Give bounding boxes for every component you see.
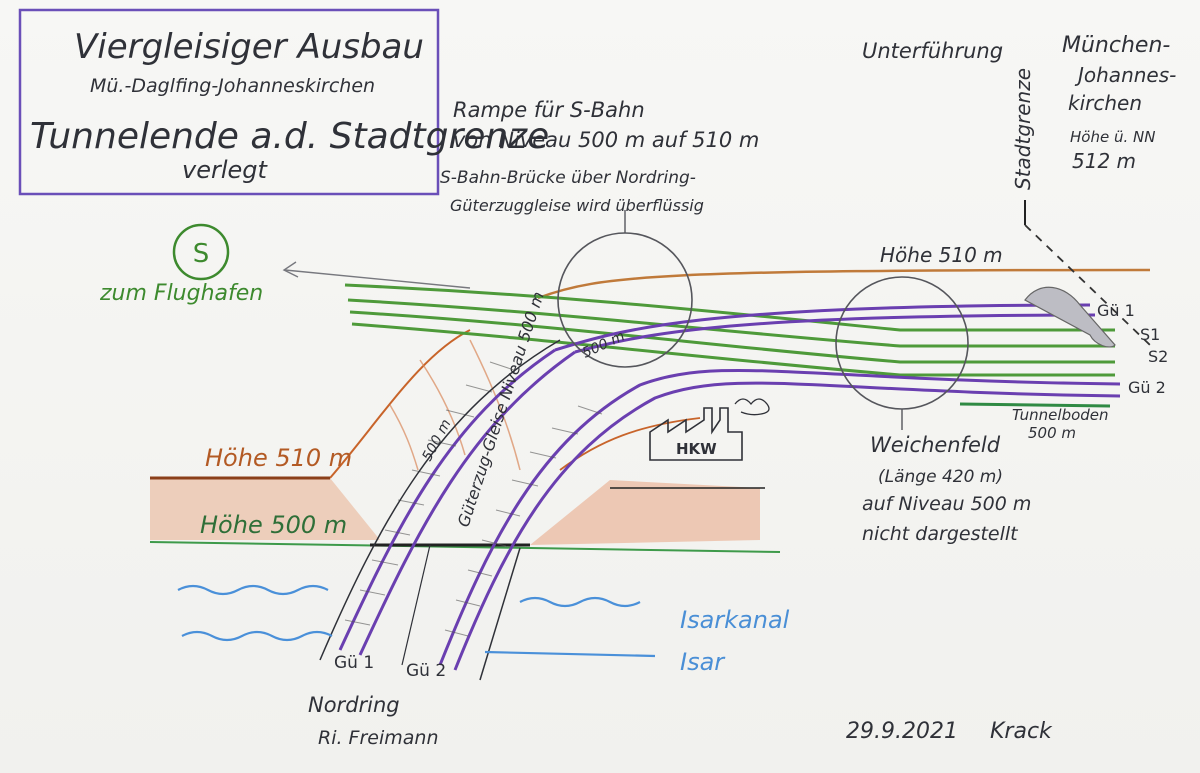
embankment-hatch-1 bbox=[469, 339, 521, 471]
s-bahn-tracks bbox=[344, 283, 1115, 377]
wave-right-2 bbox=[484, 650, 656, 658]
nordring-label-1: Nordring bbox=[308, 693, 400, 717]
track-label-gue2: Gü 2 bbox=[1128, 378, 1166, 397]
track-label-s2: S2 bbox=[1148, 347, 1168, 366]
bridge-label-2: Güterzuggleise wird überflüssig bbox=[450, 196, 704, 215]
hkw-building-icon bbox=[649, 407, 743, 461]
s-bahn-track-2 bbox=[347, 298, 1115, 348]
tunnel-floor-label-1: Tunnelboden bbox=[1012, 406, 1109, 424]
freight-ties-2 bbox=[444, 405, 603, 637]
freight-track-1-left bbox=[338, 348, 556, 651]
place-label-3: kirchen bbox=[1068, 91, 1142, 115]
tunnel-floor-line bbox=[959, 402, 1111, 408]
smoke-icon bbox=[734, 398, 770, 416]
s-bahn-track-3 bbox=[349, 310, 1115, 364]
mark-500-left: 500 m bbox=[419, 417, 454, 464]
embankment-hatch-3 bbox=[389, 404, 419, 471]
title-box: Viergleisiger Ausbau Mü.-Daglfing-Johann… bbox=[18, 8, 549, 196]
title-line-4: verlegt bbox=[182, 156, 269, 184]
embankment-right-fill bbox=[530, 480, 760, 545]
ground-line-500 bbox=[149, 541, 781, 553]
s-bahn-track-4 bbox=[351, 322, 1115, 377]
place-label-2: Johannes- bbox=[1074, 63, 1176, 87]
switch-field-label-1: Weichenfeld bbox=[870, 433, 1001, 457]
freight-level-label: Güterzug-Gleise Niveau 500 m bbox=[454, 289, 548, 529]
water-waves bbox=[177, 584, 656, 658]
bridge-label-1: S-Bahn-Brücke über Nordring- bbox=[440, 168, 696, 188]
switch-field-label-4: nicht dargestellt bbox=[862, 523, 1019, 545]
tunnel-floor-label-2: 500 m bbox=[1028, 424, 1076, 442]
freight-track-1-top-a bbox=[554, 303, 1091, 352]
freight-ties-1 bbox=[344, 361, 515, 626]
airport-arrow-line bbox=[284, 269, 471, 289]
freight-track-ties bbox=[344, 361, 603, 637]
height-510-top-line bbox=[537, 268, 1151, 300]
date-label: 29.9.2021 bbox=[846, 719, 958, 744]
airport-arrow-head-icon bbox=[282, 261, 299, 278]
title-line-1: Viergleisiger Ausbau bbox=[74, 27, 424, 67]
hkw-label: HKW bbox=[676, 440, 717, 458]
author-label: Krack bbox=[990, 719, 1053, 744]
isar-label: Isar bbox=[680, 648, 726, 676]
airport-label: zum Flughafen bbox=[99, 281, 263, 306]
embankment-shading bbox=[150, 268, 1151, 545]
s-bahn-logo: S bbox=[172, 223, 230, 281]
title-line-2: Mü.-Daglfing-Johanneskirchen bbox=[90, 75, 375, 97]
wave-left-2 bbox=[181, 630, 333, 642]
ramp-label-2: von Niveau 500 m auf 510 m bbox=[453, 128, 759, 152]
track-label-gue2-bottom: Gü 2 bbox=[406, 661, 446, 681]
ramp-label-1: Rampe für S-Bahn bbox=[453, 98, 645, 122]
height-510-top-label: Höhe 510 m bbox=[880, 243, 1003, 267]
underpass-label: Unterführung bbox=[862, 39, 1003, 63]
wave-left-1 bbox=[177, 584, 329, 596]
height-500-left-label: Höhe 500 m bbox=[200, 511, 347, 539]
freight-outline-mid bbox=[401, 544, 431, 666]
freight-track-1-top-b bbox=[574, 313, 1096, 354]
city-boundary-label: Stadtgrenze bbox=[1011, 68, 1035, 190]
embankment-hatch-2 bbox=[419, 359, 466, 456]
freight-outline-left bbox=[319, 339, 561, 661]
switch-field-label-2: (Länge 420 m) bbox=[878, 467, 1003, 487]
switch-field-label-3: auf Niveau 500 m bbox=[862, 493, 1031, 515]
freight-outline-right bbox=[479, 547, 521, 681]
embankment-slope-left bbox=[329, 329, 471, 479]
track-label-gue1-bottom: Gü 1 bbox=[334, 653, 374, 673]
freight-track-2-right bbox=[453, 381, 1121, 671]
altitude-label-1: Höhe ü. NN bbox=[1070, 128, 1155, 146]
title-line-3: Tunnelende a.d. Stadtgrenze bbox=[30, 116, 549, 157]
title-box-border bbox=[18, 8, 440, 196]
nordring-label-2: Ri. Freimann bbox=[318, 727, 439, 749]
place-label-1: München- bbox=[1062, 33, 1170, 58]
altitude-label-2: 512 m bbox=[1072, 149, 1136, 173]
embankment-left-fill bbox=[150, 478, 380, 540]
power-plant: HKW bbox=[649, 398, 770, 461]
track-label-gue1: Gü 1 bbox=[1097, 301, 1135, 320]
freight-track-1-right bbox=[358, 350, 576, 656]
track-label-s1: S1 bbox=[1140, 325, 1160, 344]
wave-right-1 bbox=[519, 596, 641, 608]
s-logo-circle bbox=[172, 223, 230, 281]
isar-canal-label: Isarkanal bbox=[680, 606, 790, 634]
tunnel-portal bbox=[1024, 286, 1116, 348]
height-510-left-label: Höhe 510 m bbox=[205, 444, 352, 472]
s-logo-letter: S bbox=[193, 239, 210, 269]
